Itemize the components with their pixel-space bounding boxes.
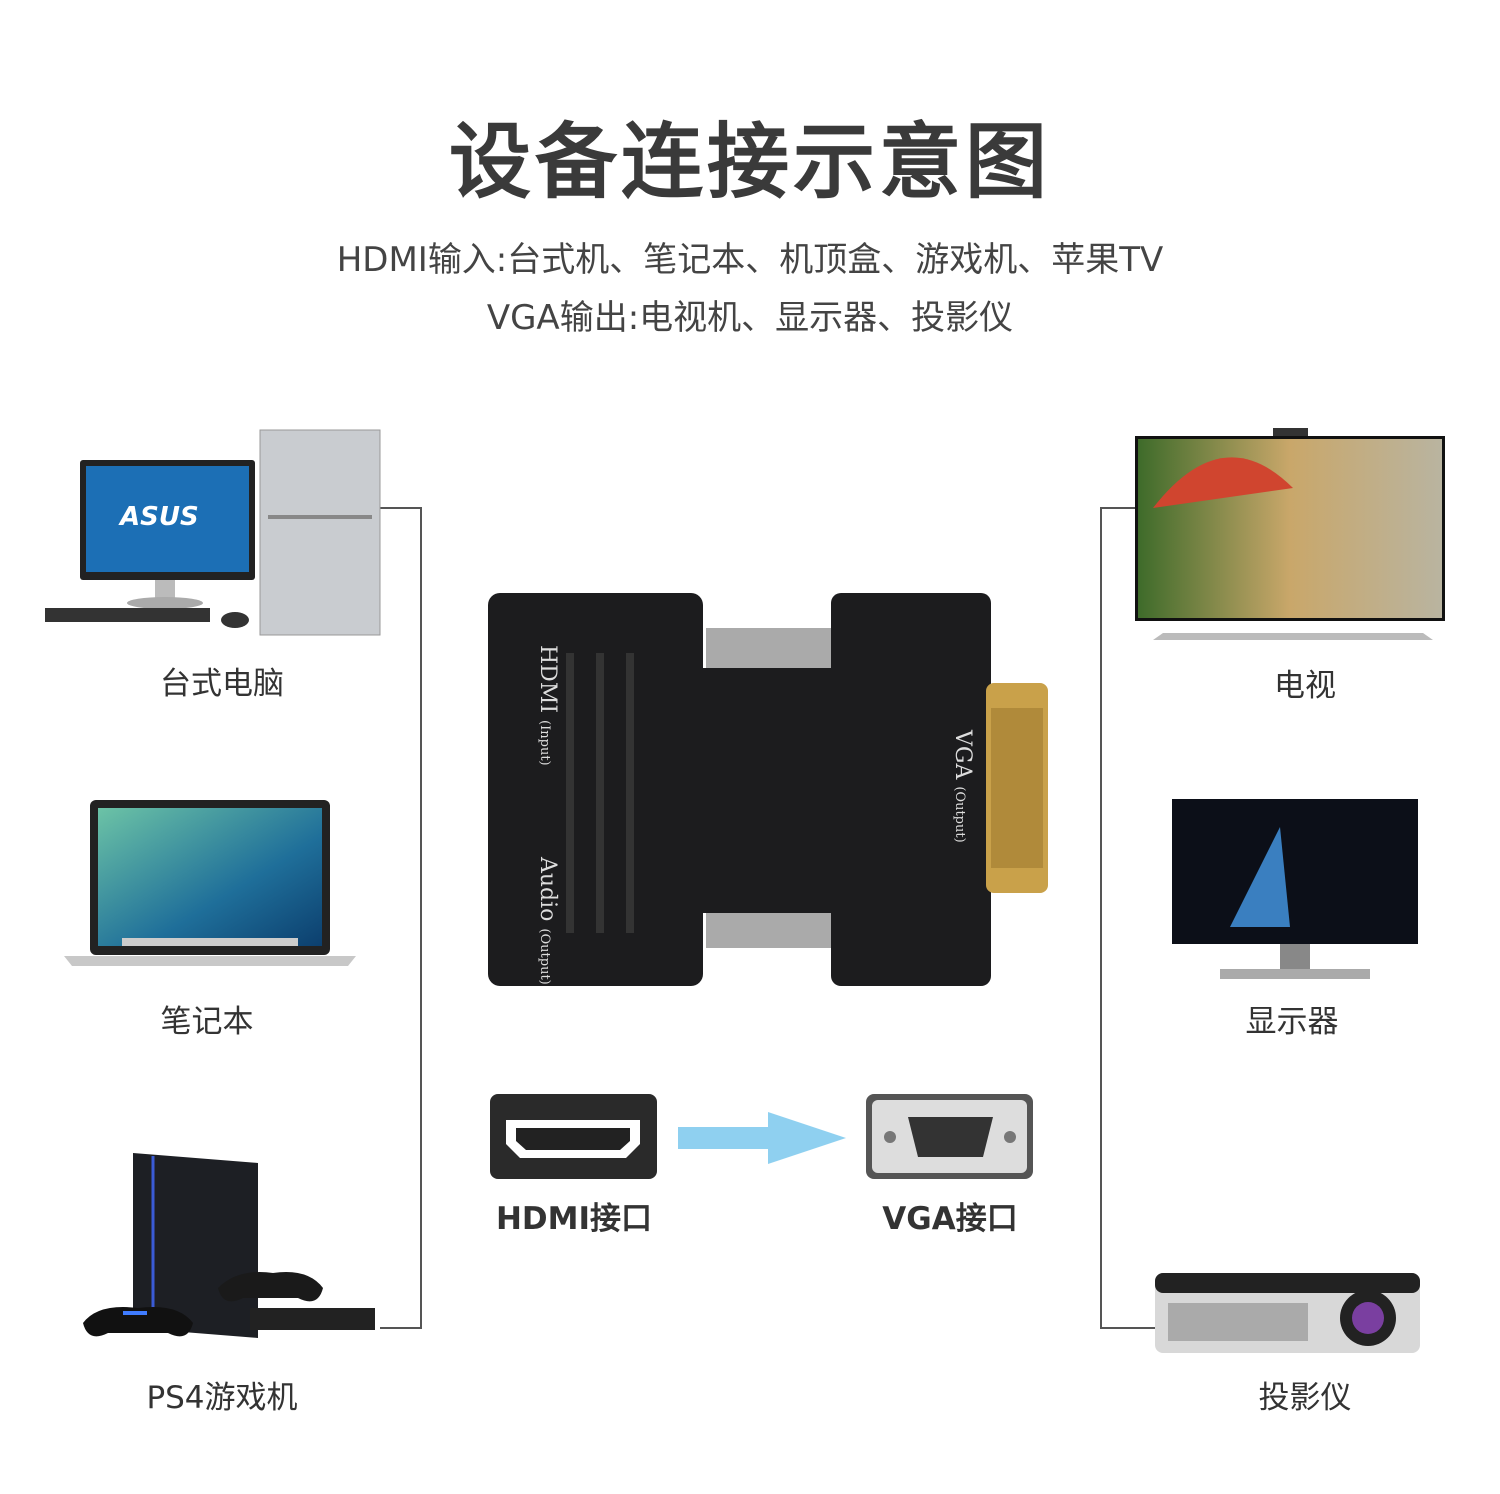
audio-sub-text: (Output)	[537, 928, 552, 985]
connector-line	[1100, 507, 1140, 509]
connector-line	[380, 507, 422, 509]
connector-line	[380, 1327, 422, 1329]
audio-text: Audio	[535, 857, 560, 922]
projector-icon	[1155, 1273, 1420, 1353]
tv-icon	[1135, 428, 1445, 640]
output-label-tv: 电视	[1274, 668, 1336, 704]
input-label-laptop: 笔记本	[160, 1004, 254, 1040]
adapter-hdmi-label: HDMI (Input)	[535, 645, 560, 766]
laptop-icon	[64, 800, 356, 966]
game-console-icon	[83, 1153, 375, 1338]
output-label-monitor: 显示器	[1245, 1004, 1339, 1040]
page-title: 设备连接示意图	[448, 115, 1051, 210]
hdmi-vga-adapter-image	[488, 593, 1048, 986]
desktop-pc-icon: ASUS	[45, 429, 381, 636]
connector-line	[420, 507, 422, 1329]
output-label-projector: 投影仪	[1258, 1380, 1352, 1416]
vga-text: VGA	[950, 730, 975, 780]
hdmi-text: HDMI	[535, 645, 560, 714]
port-conversion-graphic	[490, 1094, 1033, 1179]
input-label-desktop: 台式电脑	[160, 666, 284, 702]
connector-line	[1100, 507, 1102, 1329]
vga-port-label: VGA接口	[882, 1201, 1018, 1237]
hdmi-sub-text: (Input)	[537, 720, 552, 766]
hdmi-port-icon	[490, 1094, 657, 1179]
monitor-icon	[1172, 799, 1418, 979]
subtitle-output: VGA输出:电视机、显示器、投影仪	[486, 298, 1014, 338]
adapter-vga-label: VGA (Output)	[950, 730, 975, 843]
arrow-icon	[678, 1112, 846, 1164]
adapter-audio-label: Audio (Output)	[535, 857, 560, 985]
vga-port-icon	[866, 1094, 1033, 1179]
subtitle-input: HDMI输入:台式机、笔记本、机顶盒、游戏机、苹果TV	[336, 240, 1164, 280]
hdmi-port-label: HDMI接口	[495, 1201, 653, 1237]
input-label-ps4: PS4游戏机	[146, 1380, 298, 1416]
vga-sub-text: (Output)	[952, 786, 967, 843]
svg-text:ASUS: ASUS	[118, 502, 199, 532]
connector-line	[1100, 1327, 1155, 1329]
